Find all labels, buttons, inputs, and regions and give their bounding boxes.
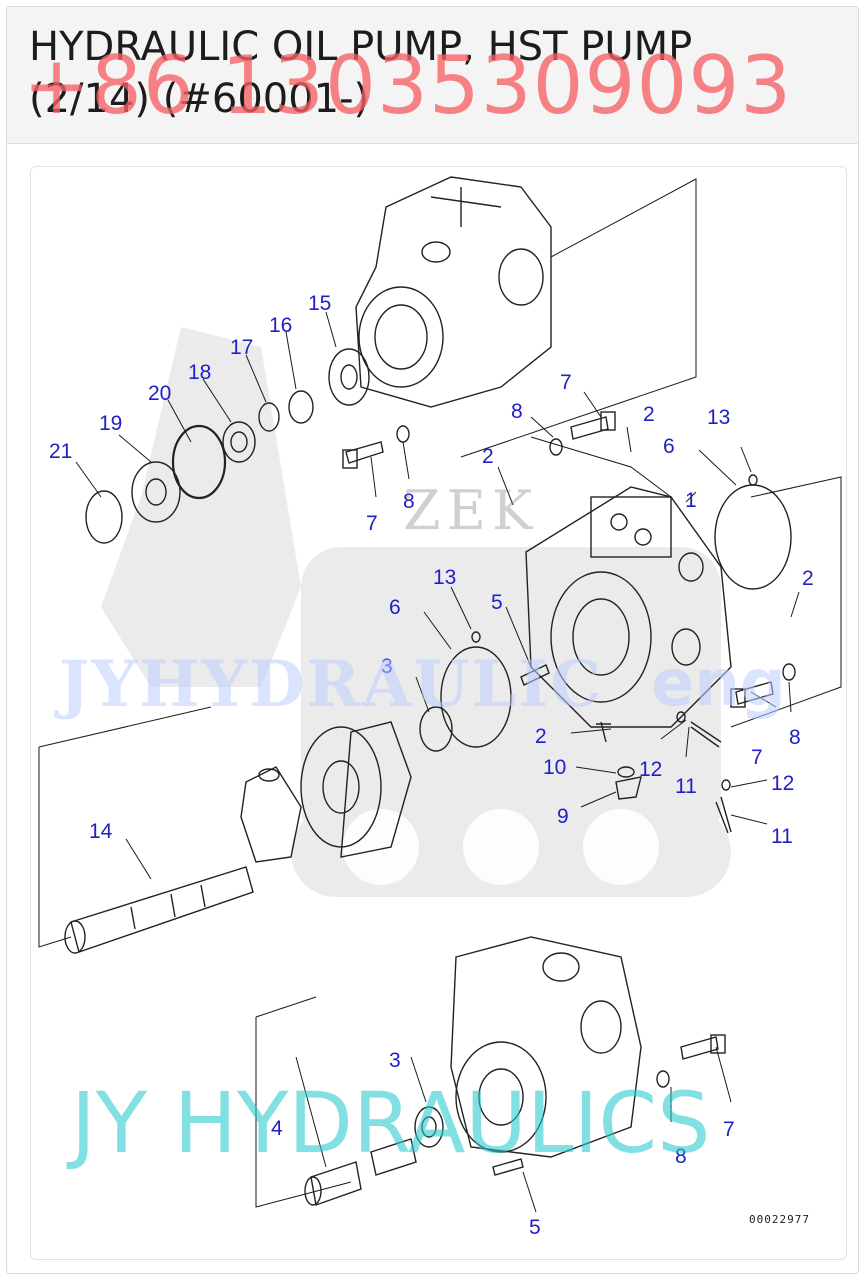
callout-3: 3 <box>389 1049 401 1072</box>
callout-1: 1 <box>685 489 697 512</box>
callout-3: 3 <box>381 655 393 678</box>
callout-2: 2 <box>643 403 655 426</box>
callout-5: 5 <box>529 1216 541 1239</box>
pump-valve-block <box>525 486 732 728</box>
drawing-code: 00022977 <box>749 1213 810 1226</box>
drive-shaft <box>64 866 254 954</box>
callout-11: 11 <box>675 775 697 798</box>
callout-7: 7 <box>560 371 572 394</box>
callout-leaders <box>75 311 800 1213</box>
callout-17: 17 <box>230 336 253 359</box>
page-title-line-2: (2/14) (#60001-) <box>29 76 370 122</box>
excavator-watermark-icon <box>101 327 731 897</box>
center-watermark: ZEK <box>403 479 539 542</box>
callout-7: 7 <box>366 512 378 535</box>
swash-plate <box>240 766 302 863</box>
exploded-diagram-panel: 1 2 2 2 2 3 3 4 5 5 6 6 7 7 7 7 7 8 8 8 <box>30 166 847 1260</box>
callout-7: 7 <box>751 746 763 769</box>
callout-20: 20 <box>148 382 171 405</box>
callout-labels: 1 2 2 2 2 3 3 4 5 5 6 6 7 7 7 7 7 8 8 8 <box>49 292 814 1239</box>
pump-housing-top <box>355 176 552 408</box>
callout-19: 19 <box>99 412 122 435</box>
callout-9: 9 <box>557 805 569 828</box>
parts-card: HYDRAULIC OIL PUMP, HST PUMP (2/14) (#60… <box>6 6 859 1274</box>
callout-7: 7 <box>723 1118 735 1141</box>
projection-lines <box>38 178 842 1208</box>
callout-10: 10 <box>543 756 566 779</box>
small-o-rings <box>471 474 758 791</box>
callout-4: 4 <box>271 1117 283 1140</box>
card-header: HYDRAULIC OIL PUMP, HST PUMP (2/14) (#60… <box>7 7 858 144</box>
callout-12: 12 <box>639 758 662 781</box>
callout-11: 11 <box>771 825 793 848</box>
callout-2: 2 <box>535 725 547 748</box>
pump-housing-bottom <box>450 936 642 1158</box>
brand-watermark-bottom: JY HYDRAULICS <box>71 1074 711 1172</box>
cylinder-block <box>300 706 453 858</box>
callout-5: 5 <box>491 591 503 614</box>
brand-watermark-suffix: eng <box>651 647 786 721</box>
callout-6: 6 <box>389 596 401 619</box>
callout-16: 16 <box>269 314 292 337</box>
callout-8: 8 <box>403 490 415 513</box>
callout-12: 12 <box>771 772 794 795</box>
callout-14: 14 <box>89 820 113 843</box>
callout-18: 18 <box>188 361 211 384</box>
pin-and-plug-set <box>520 664 732 834</box>
phone-watermark: +86 13035309093 <box>23 39 793 132</box>
callout-8: 8 <box>675 1145 687 1168</box>
callout-13: 13 <box>433 566 456 589</box>
callout-6: 6 <box>663 435 675 458</box>
callout-8: 8 <box>789 726 801 749</box>
exploded-parts-drawing: 1 2 2 2 2 3 3 4 5 5 6 6 7 7 7 7 7 8 8 8 <box>38 176 842 1239</box>
page-title-line-1: HYDRAULIC OIL PUMP, HST PUMP <box>29 24 693 70</box>
seal-ring-set <box>85 348 370 544</box>
brand-watermark-middle: JYHYDRAULIC <box>59 647 604 722</box>
bearing-bottom <box>304 1106 524 1206</box>
callout-2: 2 <box>802 567 814 590</box>
callout-15: 15 <box>308 292 331 315</box>
callout-21: 21 <box>49 440 72 463</box>
callout-8: 8 <box>511 400 523 423</box>
callout-2: 2 <box>482 445 494 468</box>
bolt-set <box>342 411 796 1088</box>
callout-13: 13 <box>707 406 730 429</box>
